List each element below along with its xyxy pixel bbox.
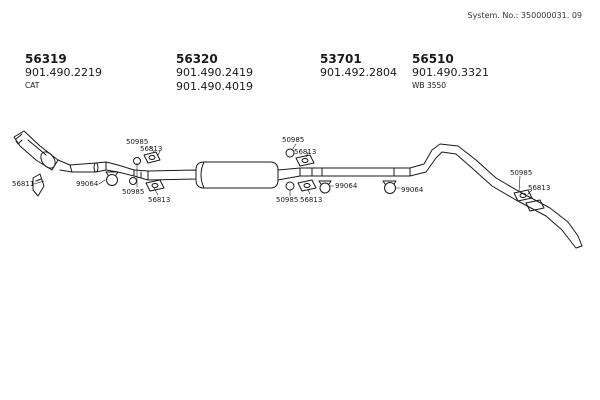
system-number: System. No.: 350000031. 09: [467, 11, 582, 20]
part-number: 56319: [25, 52, 67, 66]
central-muffler: [195, 161, 279, 189]
callout-label: 99064: [401, 186, 424, 194]
tailpipe: [393, 143, 583, 249]
hanger-rear: [513, 189, 545, 212]
part-note: WB 3550: [412, 80, 447, 90]
part-number: 53701: [320, 52, 362, 66]
hanger-mid: [285, 148, 332, 194]
clamp-left: [105, 171, 119, 186]
callout-label: 56813: [294, 148, 316, 156]
intermediate-pipe: [133, 169, 197, 181]
callout-label: 50985: [276, 196, 298, 204]
part-code: 901.490.2219: [25, 66, 102, 80]
callout-label: 56813: [148, 196, 170, 204]
part-number: 56320: [176, 52, 218, 66]
callout-label: 56811: [12, 180, 34, 188]
part-note: CAT: [25, 80, 40, 90]
rear-intermediate-pipe: [277, 167, 313, 181]
mounting-bracket: [32, 173, 45, 197]
clamp-right: [382, 180, 397, 194]
callout-label: 99064: [335, 182, 358, 190]
catalytic-converter: [13, 130, 73, 173]
hanger-left: [129, 151, 165, 192]
part-code: 901.492.2804: [320, 66, 397, 80]
part-block-56510: 56510 901.490.3321 WB 3550: [412, 52, 489, 90]
callout-label: 56813: [140, 145, 162, 153]
leader-lines: [33, 143, 533, 197]
callout-label: 56813: [300, 196, 322, 204]
callout-label: 50985: [126, 138, 148, 146]
part-block-56320: 56320 901.490.2419 901.490.4019: [176, 52, 253, 93]
straight-pipe: [311, 167, 395, 177]
front-pipe: [69, 161, 135, 177]
callout-label: 99064: [76, 180, 99, 188]
callout-label: 56813: [528, 184, 550, 192]
part-block-53701: 53701 901.492.2804: [320, 52, 397, 80]
part-code: 901.490.3321: [412, 66, 489, 80]
part-code: 901.490.4019: [176, 79, 253, 93]
callout-label: 50985: [282, 136, 304, 144]
part-block-56319: 56319 901.490.2219 CAT: [25, 52, 102, 90]
part-code: 901.490.2419: [176, 66, 253, 80]
callout-label: 50985: [122, 188, 144, 196]
part-number: 56510: [412, 52, 454, 66]
callout-label: 50985: [510, 169, 532, 177]
